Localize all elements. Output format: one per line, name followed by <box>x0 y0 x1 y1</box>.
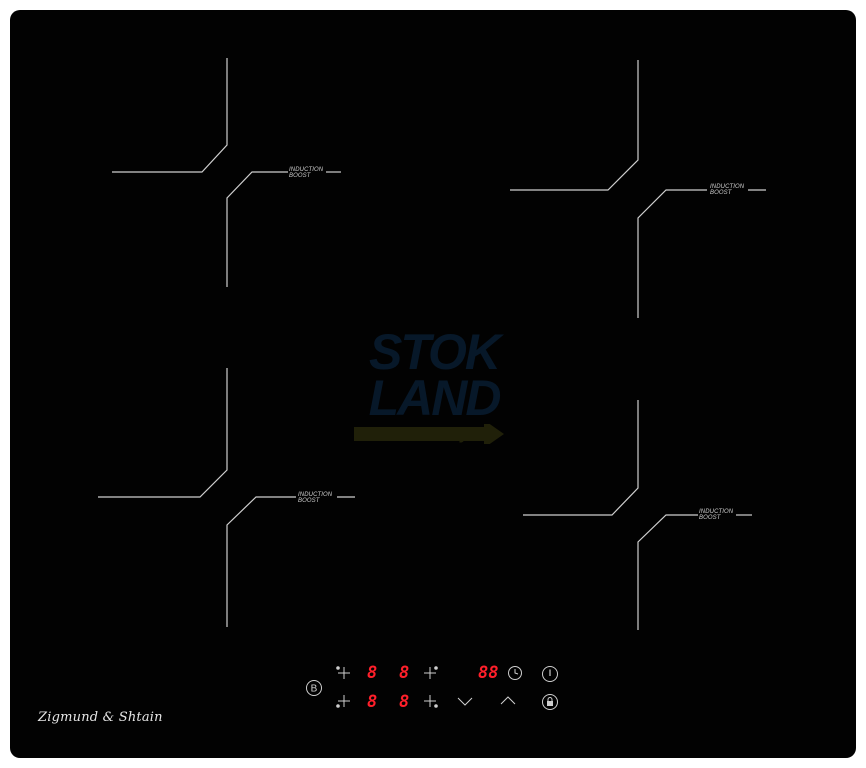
down-arrow-icon <box>457 697 473 706</box>
cooking-zone-bottom-right[interactable] <box>523 400 752 630</box>
power-button[interactable] <box>540 664 560 684</box>
up-arrow-icon <box>500 696 516 705</box>
cooking-zone-top-left[interactable] <box>112 58 341 287</box>
minus-plus-button-bottom-right[interactable] <box>422 692 440 710</box>
lock-button[interactable] <box>540 692 560 712</box>
lock-icon <box>542 694 558 710</box>
power-display-bottom-left: 8 <box>367 692 378 712</box>
plus-minus-icon <box>424 695 438 708</box>
cooking-zone-bottom-left[interactable] <box>98 368 355 627</box>
power-display-top-right: 8 <box>399 663 410 683</box>
cooking-zone-top-right[interactable] <box>510 60 766 318</box>
minus-plus-button-top-left[interactable] <box>334 664 352 682</box>
power-display-bottom-right: 8 <box>399 692 410 712</box>
brand-logo: Zigmund & Shtain <box>38 710 163 725</box>
timer-button[interactable] <box>506 664 524 682</box>
plus-minus-icon <box>336 666 350 679</box>
plus-minus-icon <box>336 695 350 708</box>
plus-minus-icon <box>424 666 438 679</box>
clock-icon <box>508 666 522 680</box>
power-icon <box>542 666 558 682</box>
cooking-zone-markings <box>98 58 766 630</box>
minus-plus-button-top-right[interactable] <box>422 664 440 682</box>
timer-display: 88 <box>478 663 499 683</box>
minus-plus-button-bottom-left[interactable] <box>334 692 352 710</box>
increase-button[interactable] <box>498 694 518 708</box>
decrease-button[interactable] <box>455 694 475 708</box>
bridge-icon: B <box>306 680 322 696</box>
bridge-button[interactable]: B <box>305 679 323 697</box>
bridge-label: B <box>311 684 318 695</box>
power-display-top-left: 8 <box>367 663 378 683</box>
